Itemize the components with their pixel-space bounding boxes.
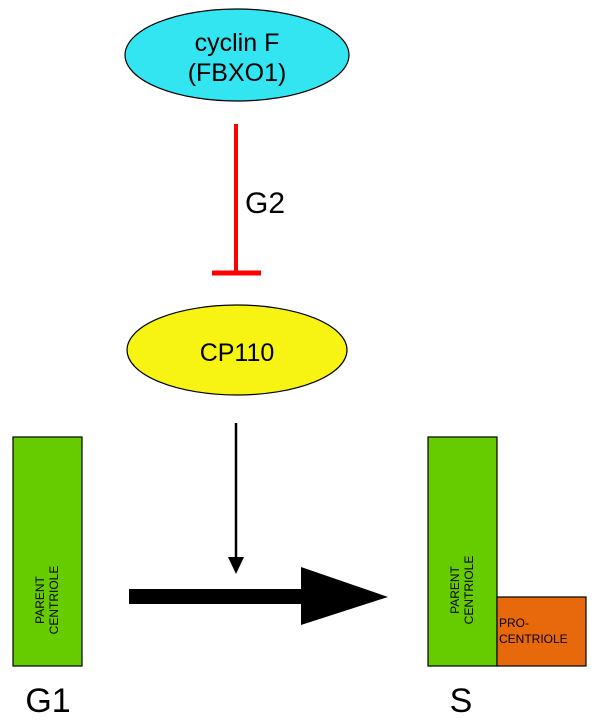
transition-arrow-shaft [129,589,304,604]
inhibition-edge: G2 [212,124,285,276]
g1-parent-centriole: PARENT CENTRIOLE [12,436,83,667]
promotion-edge [228,423,244,574]
cyclin-f-label: cyclin F [195,29,280,57]
stage-label-s: S [450,682,473,720]
inhibition-label: G2 [245,187,285,220]
procentriole-label-line2: CENTRIOLE [499,632,568,646]
transition-arrow [129,567,388,625]
promotion-arrow-head [228,557,244,574]
s-parent-label-line2: CENTRIOLE [462,556,476,625]
g1-parent-label-line1: PARENT [33,575,47,623]
cp110-node: CP110 [126,304,348,396]
procentriole-label-line1: PRO- [499,616,529,630]
cyclin-f-node: cyclin F (FBXO1) [124,8,350,102]
s-parent-label-line1: PARENT [448,565,462,613]
g1-parent-label-line2: CENTRIOLE [47,566,61,635]
transition-arrow-head [301,567,388,625]
s-procentriole: PRO- CENTRIOLE [496,596,587,667]
cp110-label: CP110 [200,339,275,367]
cyclin-f-alias: (FBXO1) [188,59,287,87]
s-parent-centriole: PARENT CENTRIOLE [427,436,498,667]
stage-label-g1: G1 [25,682,70,720]
